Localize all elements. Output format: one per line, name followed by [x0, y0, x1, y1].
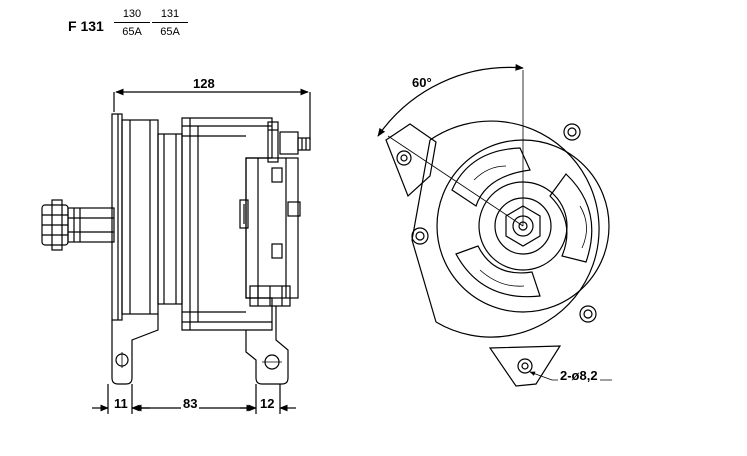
shaft [67, 207, 115, 243]
variant-fraction-2: 131 65A [152, 8, 188, 38]
front-mount-ear [111, 314, 159, 385]
housing-outline [429, 120, 600, 338]
dimension-83: 83 [181, 396, 200, 411]
bolt-left [411, 227, 429, 245]
dimension-11: 11 [112, 396, 130, 411]
vent-slot-3 [455, 245, 541, 298]
bolt-top-right [563, 123, 581, 141]
variant-1-number: 130 [114, 8, 150, 23]
terminal-top [267, 121, 279, 163]
variant-2-number: 131 [152, 8, 188, 23]
rear-mount-foot [245, 306, 289, 385]
dimension-holes: 2-ø8,2 [558, 368, 600, 383]
variant-1-current: 65A [122, 26, 142, 38]
variant-2-current: 65A [160, 26, 180, 38]
variant-fraction-1: 130 65A [114, 8, 150, 38]
bolt-bottom-right [579, 305, 597, 323]
mount-ear-bottom [488, 345, 562, 387]
dimension-128: 128 [191, 76, 217, 91]
angle-arc [377, 64, 524, 137]
pulley-washer [51, 199, 63, 251]
hub-nut [505, 205, 541, 247]
mount-ear-top-left [385, 123, 437, 198]
dimension-12: 12 [258, 396, 277, 411]
stator [157, 133, 183, 305]
vent-slot-2 [549, 173, 593, 263]
front-cover [121, 119, 159, 315]
front-view [377, 64, 612, 387]
model-label: F 131 [68, 18, 104, 34]
dimension-angle: 60° [412, 75, 432, 90]
vent-slot-1 [451, 147, 531, 207]
side-view [41, 88, 311, 414]
